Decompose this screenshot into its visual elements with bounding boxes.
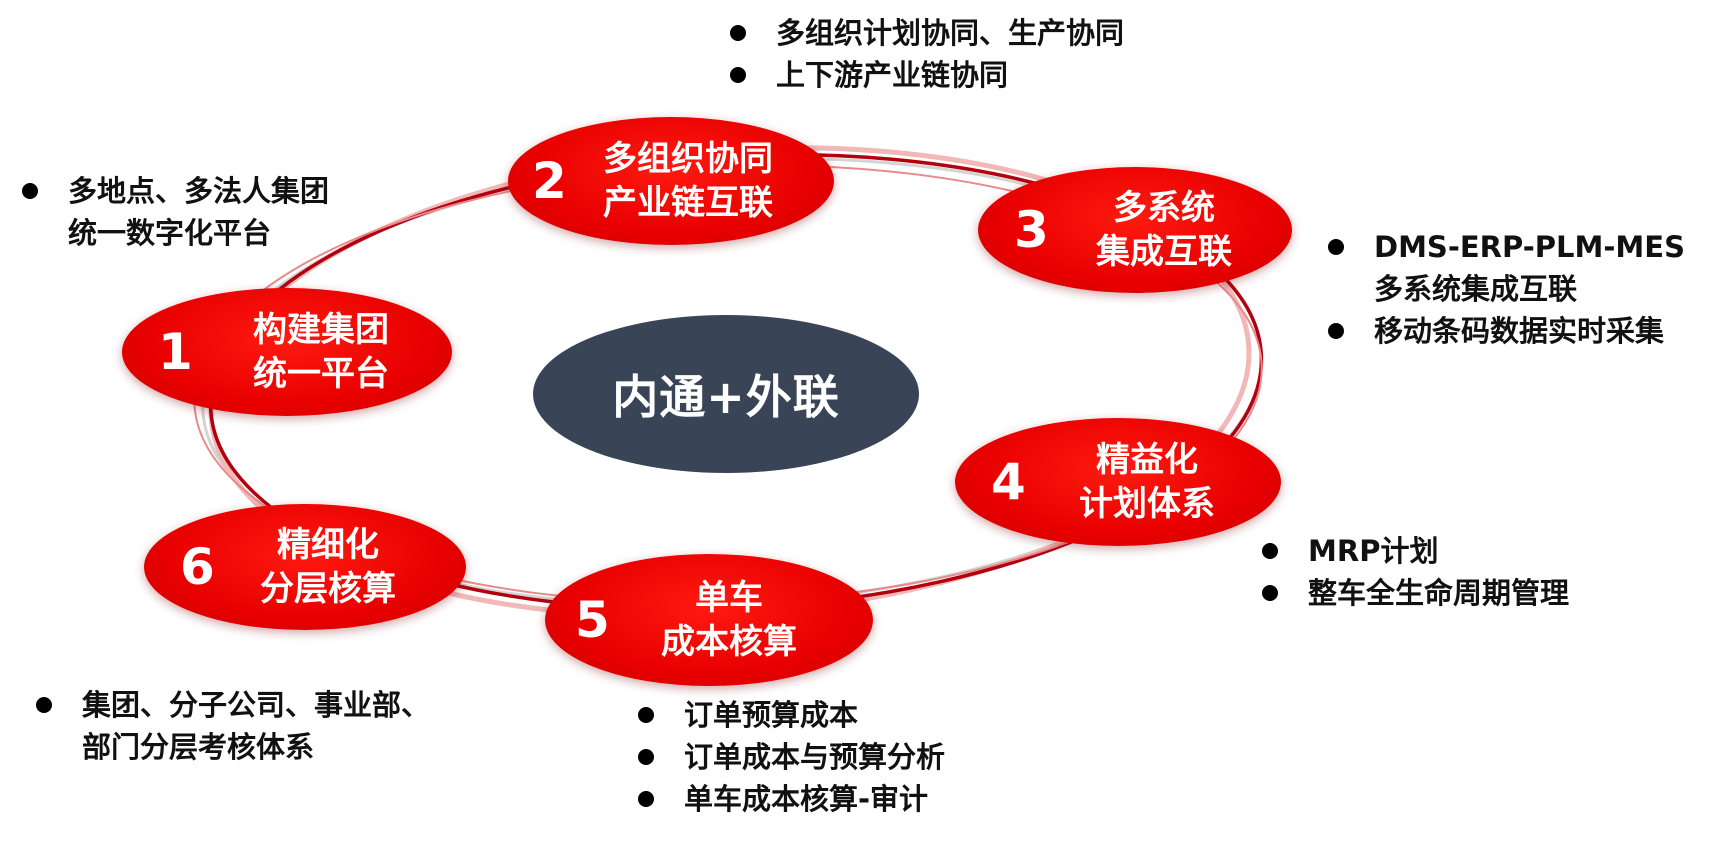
bullet-text: 多地点、多法人集团 bbox=[68, 174, 330, 208]
bullet-dot-icon bbox=[22, 183, 38, 199]
bullet-item: 集团、分子公司、事业部、 部门分层考核体系 bbox=[36, 684, 430, 768]
node-2-line2: 产业链互联 bbox=[603, 183, 773, 223]
node-6-line2: 分层核算 bbox=[260, 569, 396, 609]
node-1: 1 构建集团 统一平台 bbox=[122, 288, 452, 416]
bullet-item: 移动条码数据实时采集 bbox=[1328, 310, 1685, 352]
node-4-line1: 精益化 bbox=[1096, 440, 1198, 480]
bullet-dot-icon bbox=[1262, 585, 1278, 601]
bullet-item: 订单成本与预算分析 bbox=[638, 736, 945, 778]
bullet-text-cont: 统一数字化平台 bbox=[68, 216, 272, 250]
node-2-notes: 多组织计划协同、生产协同 上下游产业链协同 bbox=[730, 12, 1124, 96]
center-label: 内通+外联 bbox=[612, 370, 840, 424]
bullet-text: 移动条码数据实时采集 bbox=[1374, 314, 1665, 348]
node-5-label: 单车 成本核算 bbox=[629, 576, 829, 664]
bullet-item: MRP计划 bbox=[1262, 530, 1569, 572]
bullet-text: 整车全生命周期管理 bbox=[1308, 576, 1570, 610]
bullet-item: 多组织计划协同、生产协同 bbox=[730, 12, 1124, 54]
node-5-line1: 单车 bbox=[695, 578, 763, 618]
node-6-notes: 集团、分子公司、事业部、 部门分层考核体系 bbox=[36, 684, 430, 768]
node-4-notes: MRP计划 整车全生命周期管理 bbox=[1262, 530, 1569, 614]
node-2-number: 2 bbox=[532, 152, 567, 210]
bullet-text: 上下游产业链协同 bbox=[776, 58, 1009, 92]
bullet-dot-icon bbox=[638, 791, 654, 807]
bullet-item: 整车全生命周期管理 bbox=[1262, 572, 1569, 614]
node-3-notes: DMS-ERP-PLM-MES 多系统集成互联 移动条码数据实时采集 bbox=[1328, 226, 1685, 352]
bullet-dot-icon bbox=[638, 749, 654, 765]
bullet-text: 订单成本与预算分析 bbox=[684, 740, 946, 774]
bullet-text: 单车成本核算-审计 bbox=[684, 782, 929, 816]
node-2-label: 多组织协同 产业链互联 bbox=[572, 137, 804, 225]
node-4: 4 精益化 计划体系 bbox=[955, 418, 1281, 546]
bullet-text: MRP计划 bbox=[1308, 534, 1439, 568]
node-3-line1: 多系统 bbox=[1113, 188, 1215, 228]
bullet-dot-icon bbox=[730, 25, 746, 41]
node-6-number: 6 bbox=[180, 538, 215, 596]
node-5-line2: 成本核算 bbox=[661, 622, 797, 662]
node-6-line1: 精细化 bbox=[277, 525, 379, 565]
bullet-item: 单车成本核算-审计 bbox=[638, 778, 945, 820]
node-3-line2: 集成互联 bbox=[1096, 232, 1232, 272]
node-5-notes: 订单预算成本 订单成本与预算分析 单车成本核算-审计 bbox=[638, 694, 945, 820]
node-4-line2: 计划体系 bbox=[1079, 484, 1215, 524]
bullet-dot-icon bbox=[1262, 543, 1278, 559]
bullet-text-cont: 部门分层考核体系 bbox=[82, 730, 315, 764]
node-6: 6 精细化 分层核算 bbox=[144, 504, 466, 630]
node-3-number: 3 bbox=[1014, 201, 1049, 259]
bullet-text: 多组织计划协同、生产协同 bbox=[776, 16, 1125, 50]
bullet-text-cont: 多系统集成互联 bbox=[1374, 272, 1578, 306]
bullet-item: 多地点、多法人集团 统一数字化平台 bbox=[22, 170, 329, 254]
node-4-label: 精益化 计划体系 bbox=[1047, 438, 1247, 526]
bullet-dot-icon bbox=[638, 707, 654, 723]
node-5-number: 5 bbox=[575, 591, 610, 649]
bullet-text: 集团、分子公司、事业部、 bbox=[82, 688, 431, 722]
node-4-number: 4 bbox=[991, 453, 1026, 511]
node-6-label: 精细化 分层核算 bbox=[228, 523, 428, 611]
bullet-dot-icon bbox=[1328, 323, 1344, 339]
node-1-line2: 统一平台 bbox=[253, 354, 389, 394]
node-3-label: 多系统 集成互联 bbox=[1064, 186, 1264, 274]
center-hub: 内通+外联 bbox=[533, 315, 919, 473]
node-3: 3 多系统 集成互联 bbox=[978, 167, 1292, 293]
bullet-text: DMS-ERP-PLM-MES bbox=[1374, 230, 1685, 264]
bullet-dot-icon bbox=[730, 67, 746, 83]
bullet-dot-icon bbox=[36, 697, 52, 713]
node-5: 5 单车 成本核算 bbox=[545, 554, 873, 686]
bullet-item: 上下游产业链协同 bbox=[730, 54, 1124, 96]
bullet-item: 订单预算成本 bbox=[638, 694, 945, 736]
bullet-text: 订单预算成本 bbox=[684, 698, 859, 732]
node-1-notes: 多地点、多法人集团 统一数字化平台 bbox=[22, 170, 329, 254]
node-1-number: 1 bbox=[158, 323, 193, 381]
node-1-line1: 构建集团 bbox=[253, 310, 389, 350]
bullet-dot-icon bbox=[1328, 239, 1344, 255]
node-2: 2 多组织协同 产业链互联 bbox=[508, 117, 834, 245]
node-2-line1: 多组织协同 bbox=[603, 139, 773, 179]
bullet-item: DMS-ERP-PLM-MES 多系统集成互联 bbox=[1328, 226, 1685, 310]
node-1-label: 构建集团 统一平台 bbox=[212, 308, 430, 396]
